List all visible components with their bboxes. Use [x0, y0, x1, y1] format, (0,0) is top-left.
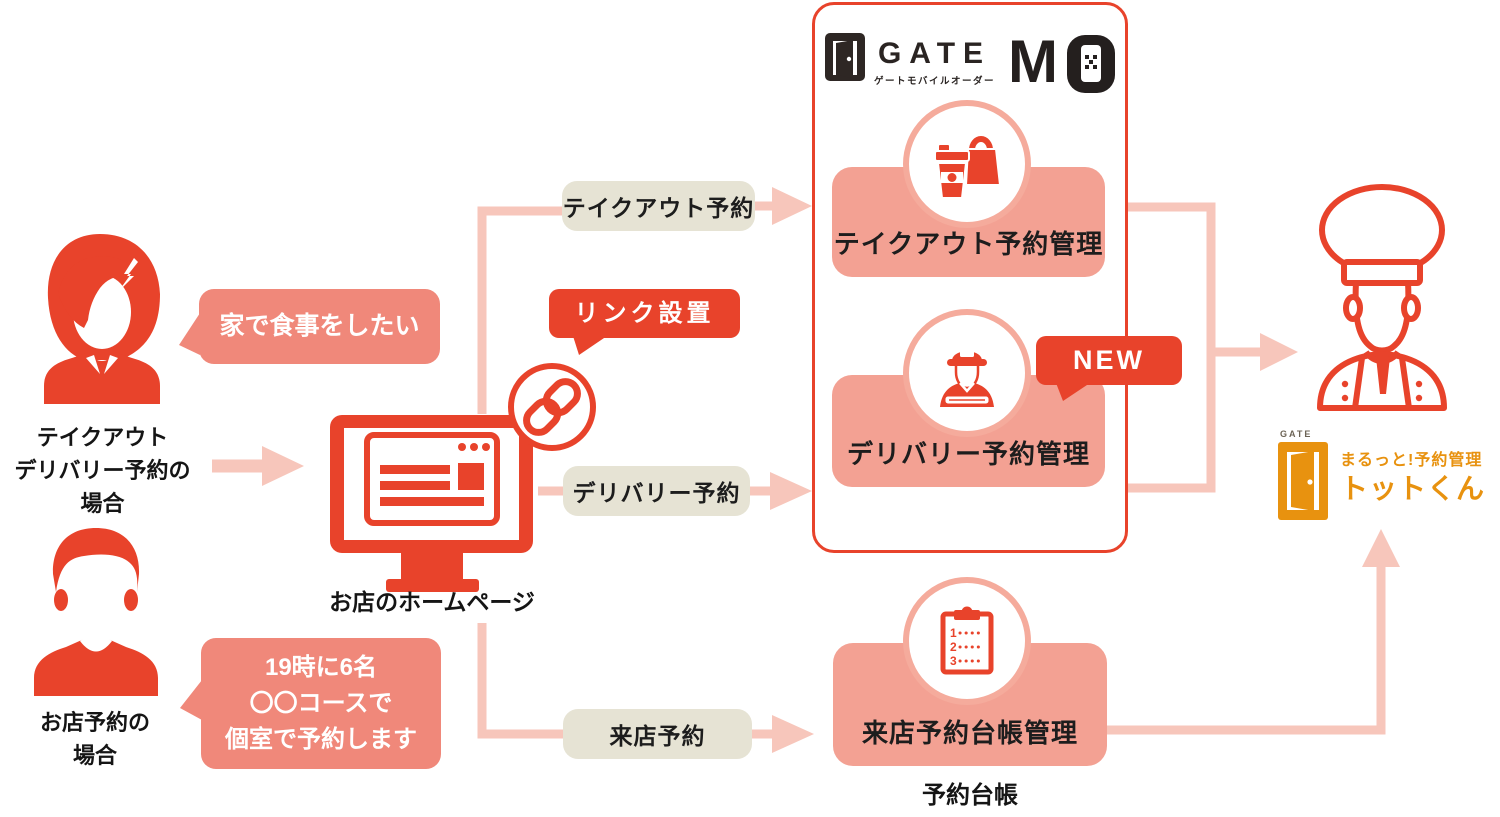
- coffee-and-bag-icon: [934, 136, 1002, 199]
- flow-line-ledger-to-tottokun: [1107, 564, 1386, 735]
- delivery-icon-circle: [903, 309, 1031, 437]
- new-badge: NEW: [1036, 336, 1182, 401]
- flow-arrowhead-visit: [772, 715, 814, 753]
- flow-line-visit: [477, 623, 774, 739]
- man-customer-avatar: [34, 528, 158, 696]
- man-speech-bubble: 19時に6名 〇〇コースで 個室で予約します: [180, 638, 441, 769]
- gate-door-icon: [825, 33, 865, 81]
- tottokun-door-icon: [1278, 442, 1328, 520]
- flow-pill-visit: 来店予約: [563, 709, 752, 759]
- clipboard-row-2: 2: [950, 640, 957, 654]
- flow-arrowhead-owner: [1260, 333, 1298, 371]
- homepage-label: お店のホームページ: [329, 589, 535, 615]
- woman-speech-bubble: 家で食事をしたい: [179, 289, 440, 364]
- flow-arrowhead-takeout: [772, 187, 812, 225]
- gate-brand-text: GATE ゲートモバイルオーダー: [874, 33, 996, 88]
- homepage-monitor-icon: [330, 415, 533, 592]
- clipboard-row-3: 3: [950, 654, 957, 668]
- tottokun-logo: GATE まるっと!予約管理 トットくん: [1278, 429, 1490, 529]
- gate-mo-logo: GATE ゲートモバイルオーダー M: [815, 28, 1125, 95]
- new-badge-label: NEW: [1073, 345, 1145, 375]
- flow-pill-takeout-label: テイクアウト予約: [562, 195, 755, 221]
- flow-pill-delivery: デリバリー予約: [563, 466, 750, 516]
- visit-ledger-label: 来店予約台帳管理: [861, 718, 1078, 748]
- gate-brand-name: GATE: [877, 37, 992, 70]
- delivery-person-icon: [940, 350, 994, 407]
- woman-speech-tail: [179, 313, 200, 355]
- flow-bracket-to-owner: [1128, 202, 1262, 493]
- tottokun-gate-label: GATE: [1280, 429, 1313, 439]
- takeout-management-label: テイクアウト予約管理: [833, 229, 1104, 259]
- ledger-icon-circle: 1 2 3: [903, 577, 1031, 705]
- flow-pill-delivery-label: デリバリー予約: [572, 480, 741, 506]
- ledger-caption: 予約台帳: [922, 782, 1018, 809]
- woman-speech-text: 家で食事をしたい: [219, 311, 420, 340]
- flow-pill-visit-label: 来店予約: [609, 723, 706, 749]
- takeout-icon-circle: [903, 100, 1031, 228]
- man-persona-label: お店予約の 場合: [39, 710, 150, 768]
- link-badge-tail: [573, 336, 607, 355]
- flow-pill-takeout: テイクアウト予約: [562, 181, 755, 231]
- clipboard-row-1: 1: [950, 626, 957, 640]
- flow-line-takeout: [477, 201, 774, 414]
- chain-link-icon: [508, 363, 596, 451]
- flow-arrowhead-delivery: [770, 472, 812, 510]
- mo-letter-m: M: [1008, 28, 1058, 95]
- phone-qr-icon: [1067, 35, 1115, 93]
- gate-brand-reading: ゲートモバイルオーダー: [874, 76, 996, 87]
- flow-arrowhead-tottokun: [1362, 529, 1400, 567]
- woman-customer-avatar: [44, 234, 160, 404]
- woman-persona-label: テイクアウト デリバリー予約の 場合: [14, 425, 191, 516]
- new-badge-tail: [1056, 383, 1090, 401]
- flow-arrow-persona-takeout: [212, 446, 304, 486]
- chef-avatar: [1317, 184, 1447, 411]
- tottokun-name: トットくん: [1340, 473, 1486, 504]
- link-badge-label: リンク設置: [574, 299, 715, 327]
- tottokun-tagline: まるっと!予約管理: [1340, 452, 1483, 469]
- link-badge-bubble: リンク設置: [549, 289, 740, 355]
- clipboard-list-icon: 1 2 3: [940, 606, 994, 675]
- delivery-management-label: デリバリー予約管理: [846, 439, 1090, 469]
- man-speech-tail: [180, 680, 202, 720]
- man-speech-text: 19時に6名 〇〇コースで 個室で予約します: [225, 653, 417, 753]
